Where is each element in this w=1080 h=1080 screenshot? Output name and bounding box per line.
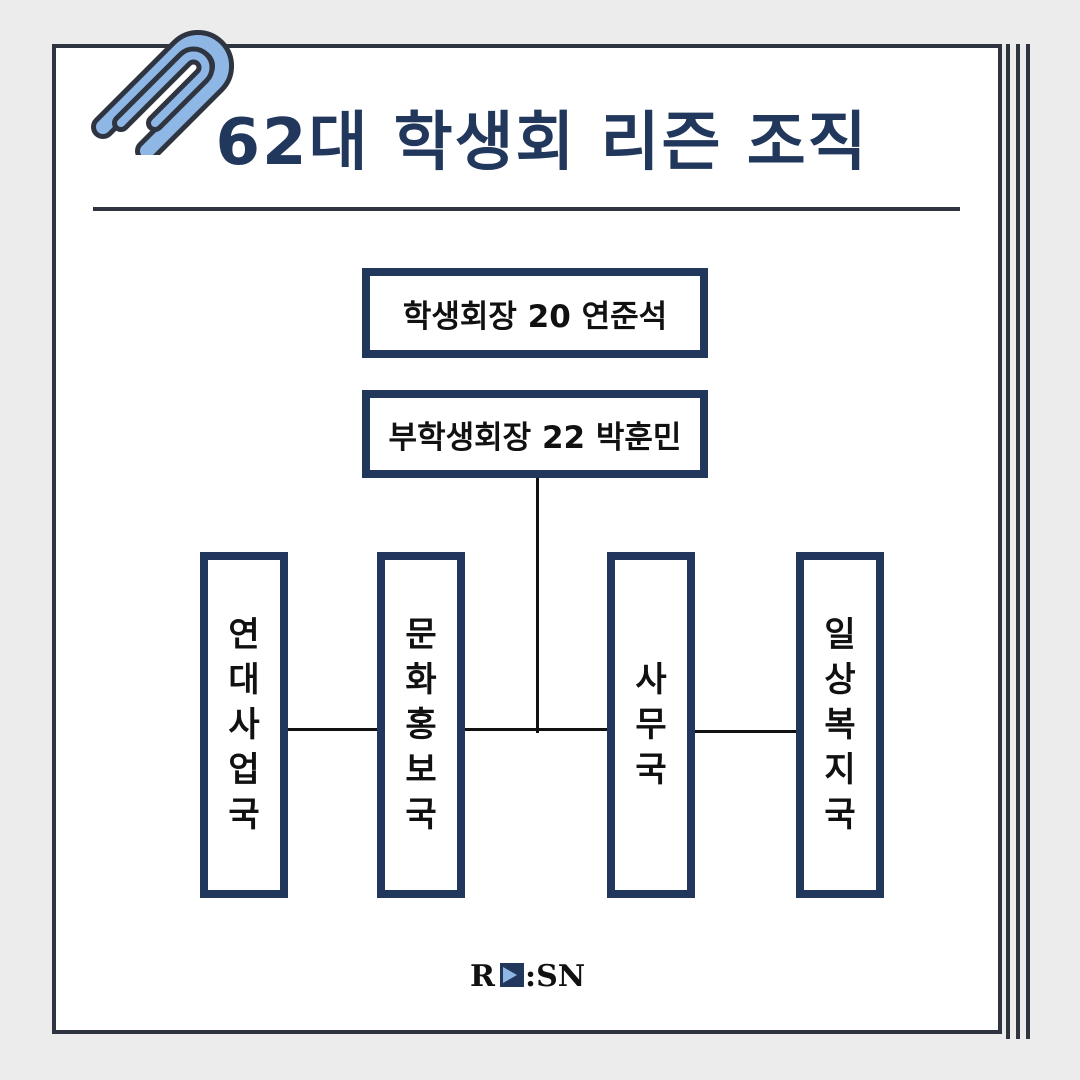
title-divider: [93, 207, 960, 211]
department-label: 일상복지국: [824, 614, 856, 835]
logo-arrow-icon: [503, 967, 517, 983]
department-box-solidarity: 연대사업국: [200, 552, 288, 898]
connector-right: [693, 730, 798, 733]
vice-president-box: 부학생회장 22 박훈민: [362, 390, 708, 478]
logo-text-right: :SN: [525, 959, 585, 994]
president-box: 학생회장 20 연준석: [362, 268, 708, 358]
connector-center: [462, 728, 610, 731]
paper-stack-line: [1016, 44, 1020, 1039]
department-box-office: 사무국: [607, 552, 695, 898]
department-label: 사무국: [635, 659, 667, 790]
department-label: 문화홍보국: [405, 614, 437, 835]
vice-president-label: 부학생회장 22 박훈민: [388, 419, 682, 456]
president-label: 학생회장 20 연준석: [402, 298, 668, 335]
department-box-welfare: 일상복지국: [796, 552, 884, 898]
connector-left: [286, 728, 380, 731]
department-box-culture-pr: 문화홍보국: [377, 552, 465, 898]
page-title: 62대 학생회 리즌 조직: [215, 106, 869, 180]
logo-text-left: R: [470, 959, 496, 994]
reason-logo: R :SN: [470, 959, 585, 994]
connector-trunk: [536, 478, 539, 733]
paper-stack-line: [1026, 44, 1030, 1039]
paper-stack-line: [1006, 44, 1010, 1039]
paperclip-icon: [91, 29, 235, 155]
department-label: 연대사업국: [228, 614, 260, 835]
